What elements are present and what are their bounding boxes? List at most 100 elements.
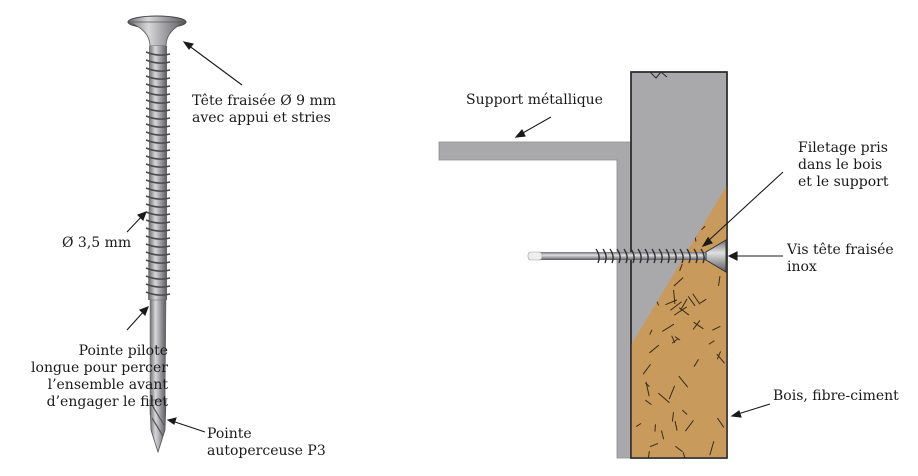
thread-turn <box>145 259 171 264</box>
thread-turn <box>145 291 171 296</box>
thread-turn <box>145 163 171 168</box>
thread-turn <box>145 75 171 80</box>
wood-fiber <box>693 321 704 330</box>
wood-fiber <box>679 263 683 271</box>
thread-turn <box>595 248 600 264</box>
thread-turn <box>651 248 656 264</box>
thread-turn <box>145 147 171 152</box>
screw-head-section <box>705 239 727 273</box>
thread-turn <box>145 187 171 192</box>
screw-body-section <box>540 252 720 260</box>
wood-fiber <box>661 430 665 440</box>
thread-turn <box>672 248 677 264</box>
thread-turn <box>145 51 171 56</box>
wood-fiber <box>716 351 722 360</box>
wood-fiber <box>647 451 650 458</box>
thread-turn <box>145 59 171 64</box>
wood-fiber <box>693 359 699 367</box>
label-pilote-line3: l’ensemble avant <box>47 377 168 393</box>
label-bois-line1: Bois, fibre-ciment <box>773 388 899 404</box>
wood-fiber <box>678 307 690 316</box>
thread-turn <box>145 155 171 160</box>
wood-fiber <box>671 335 676 344</box>
screw-photo <box>126 15 243 454</box>
thread-turn <box>145 267 171 272</box>
thread-turn <box>145 123 171 128</box>
thread-turn <box>623 248 628 264</box>
wood-fiber <box>687 296 696 307</box>
wood-fiber <box>671 412 674 422</box>
wood-fiber <box>649 344 660 354</box>
wood-fiber <box>671 338 679 344</box>
thread-turn <box>145 219 171 224</box>
wood-fiber <box>716 353 725 364</box>
thread-turn <box>145 251 171 256</box>
label-diametre: Ø 3,5 mm <box>62 235 131 252</box>
label-support-line1: Support métallique <box>466 92 603 108</box>
thread-turn <box>658 248 663 264</box>
label-tete-line1: Tête fraisée Ø 9 mm <box>192 93 337 109</box>
label-pointe-line1: Pointe <box>207 426 252 442</box>
label-pilote-line2: longue pour percer <box>31 360 168 376</box>
thread-turn <box>145 179 171 184</box>
wood-fiber <box>701 225 706 231</box>
wood-fiber <box>682 452 688 458</box>
thread-turn <box>145 283 171 288</box>
wood-fiber <box>670 301 682 311</box>
label-pilote-line4: d’engager le filet <box>46 394 168 410</box>
label-vis: Vis tête fraisée inox <box>787 242 894 276</box>
thread-turn <box>145 83 171 88</box>
wood-fiber <box>674 421 678 431</box>
wood-fiber <box>635 423 642 427</box>
label-pointe: Pointe autoperceuse P3 <box>207 426 326 460</box>
label-vis-line2: inox <box>787 259 817 275</box>
label-tete-line2: avec appui et stries <box>192 110 331 126</box>
label-filetage-line1: Filetage pris <box>798 140 888 156</box>
label-pilote-line1: Pointe pilote <box>78 343 168 359</box>
screw-threads <box>145 51 171 296</box>
thread-turn <box>145 91 171 96</box>
metal-support <box>438 141 632 459</box>
thread-turn <box>145 195 171 200</box>
thread-turn <box>665 248 670 264</box>
label-pointe-line2: autoperceuse P3 <box>207 443 326 459</box>
wood-fiber <box>674 336 681 341</box>
thread-turn <box>609 248 614 264</box>
label-vis-line1: Vis tête fraisée <box>787 242 894 258</box>
thread-turn <box>145 211 171 216</box>
wood-fiber <box>645 381 650 397</box>
wood-fiber <box>717 417 725 428</box>
label-diametre-line1: Ø 3,5 mm <box>62 235 132 251</box>
label-bois: Bois, fibre-ciment <box>773 388 899 405</box>
wood-fiber <box>668 385 676 400</box>
wood-fiber <box>674 445 683 453</box>
thread-turn <box>616 248 621 264</box>
thread-turn <box>145 203 171 208</box>
wood-fiber <box>678 375 689 388</box>
wood-fiber <box>644 399 652 406</box>
label-pilote: Pointe pilote longue pour percer l’ensem… <box>12 343 168 411</box>
wood-fiber <box>692 293 701 305</box>
thread-turn <box>700 248 705 264</box>
wood-fiber <box>642 363 651 375</box>
wood-fiber <box>700 298 707 304</box>
thread-turn <box>145 275 171 280</box>
thread-turn <box>630 248 635 264</box>
wood-fiber <box>709 441 715 456</box>
wood-fiber <box>681 409 688 415</box>
thread-turn <box>145 227 171 232</box>
wood-fiber <box>684 420 694 432</box>
thread-turn <box>602 248 607 264</box>
thread-turn <box>145 139 171 144</box>
wood-fiber <box>673 289 676 305</box>
label-tete: Tête fraisée Ø 9 mm avec appui et stries <box>192 93 336 127</box>
screw-threads-section <box>595 248 705 264</box>
wood-fiber <box>654 424 656 432</box>
drill-tip <box>149 399 167 454</box>
thread-turn <box>679 248 684 264</box>
wood-fiber <box>673 277 684 287</box>
thread-turn <box>145 99 171 104</box>
wood-fiber <box>692 320 701 330</box>
label-support: Support métallique <box>466 92 603 109</box>
wood-fiber <box>658 392 670 404</box>
